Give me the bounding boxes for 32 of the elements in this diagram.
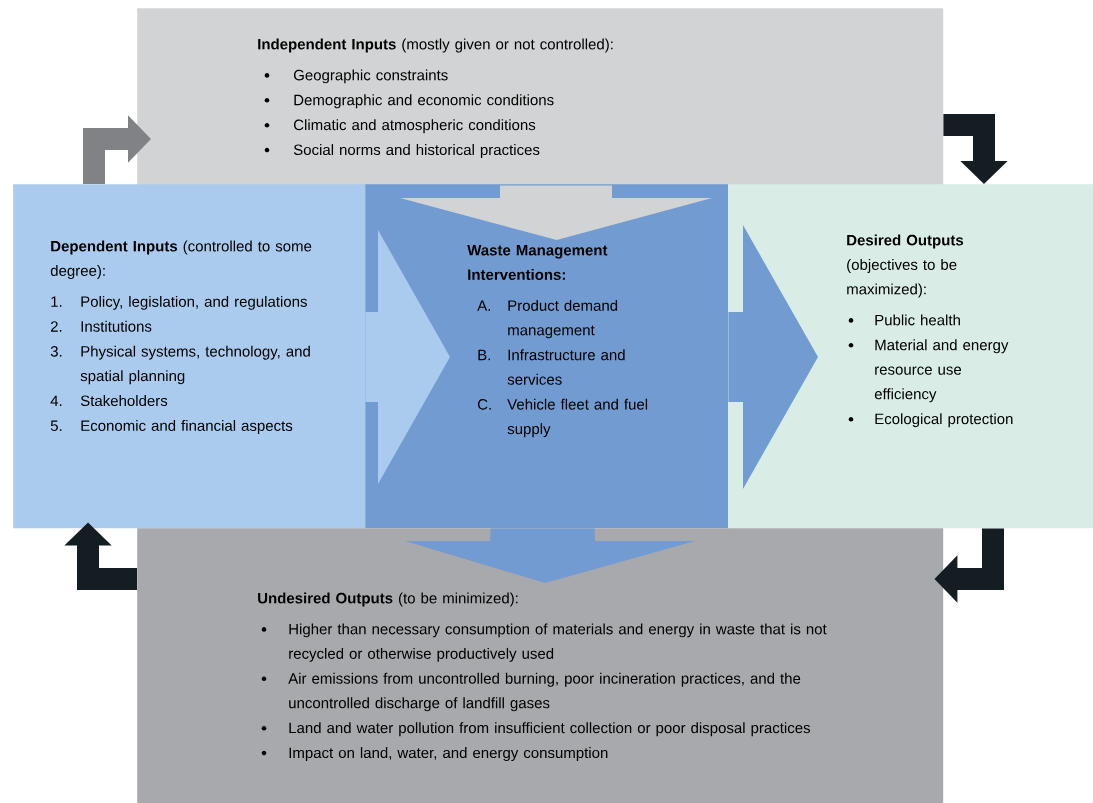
heading-text: Dependent Inputs (controlled to some degree): — [50, 240, 312, 279]
list-item: Social norms and historical practices — [264, 144, 540, 159]
list-item: Demographic and economic conditions — [264, 94, 554, 109]
heading-text: Undesired Outputs (to be minimized): — [258, 592, 518, 607]
heading-text: Desired Outputs (objectives to be maximized): — [847, 234, 964, 298]
list-item: Higher than necessary consumption of materials and energy in waste that is not recycled or otherwise productively used — [261, 623, 827, 662]
panel — [13, 184, 366, 529]
list-item: Ecological protection — [848, 413, 1013, 428]
heading-text: Independent Inputs (mostly given or not controlled): — [258, 38, 613, 53]
block-arrow — [400, 185, 712, 240]
panel — [137, 528, 944, 803]
list-item: Public health — [848, 314, 960, 326]
block-arrow — [405, 528, 695, 583]
list-item: Air emissions from uncontrolled burning, poor incineration practices, and the uncontrolled discharge of landfill gases — [261, 672, 801, 712]
list-item: 5. Economic and financial aspects — [50, 420, 293, 434]
list-item: Land and water pollution from insufficient collection or poor disposal practices — [261, 722, 811, 737]
block-arrow — [365, 230, 450, 484]
heading-text: Waste Management Interventions: — [467, 245, 608, 280]
list-item: Material and energy resource use efficiency — [848, 339, 1009, 403]
list-item: 3. Physical systems, technology, and spatial planning — [50, 345, 310, 385]
list-item: Climatic and atmospheric conditions — [264, 119, 536, 134]
list-item: B. Infrastructure and services — [478, 349, 625, 385]
list-item: Geographic constraints — [264, 69, 448, 84]
list-item: A. Product demand management — [477, 299, 618, 339]
list-item: C. Vehicle fleet and fuel supply — [477, 398, 648, 438]
panel — [728, 184, 1093, 529]
list-item: 2. Institutions — [50, 320, 152, 332]
list-item: Impact on land, water, and energy consumption — [261, 747, 608, 762]
list-item: 1. Policy, legislation, and regulations — [51, 295, 307, 310]
block-arrow — [728, 225, 818, 489]
list-item: 4. Stakeholders — [50, 395, 168, 407]
panel — [137, 8, 944, 186]
